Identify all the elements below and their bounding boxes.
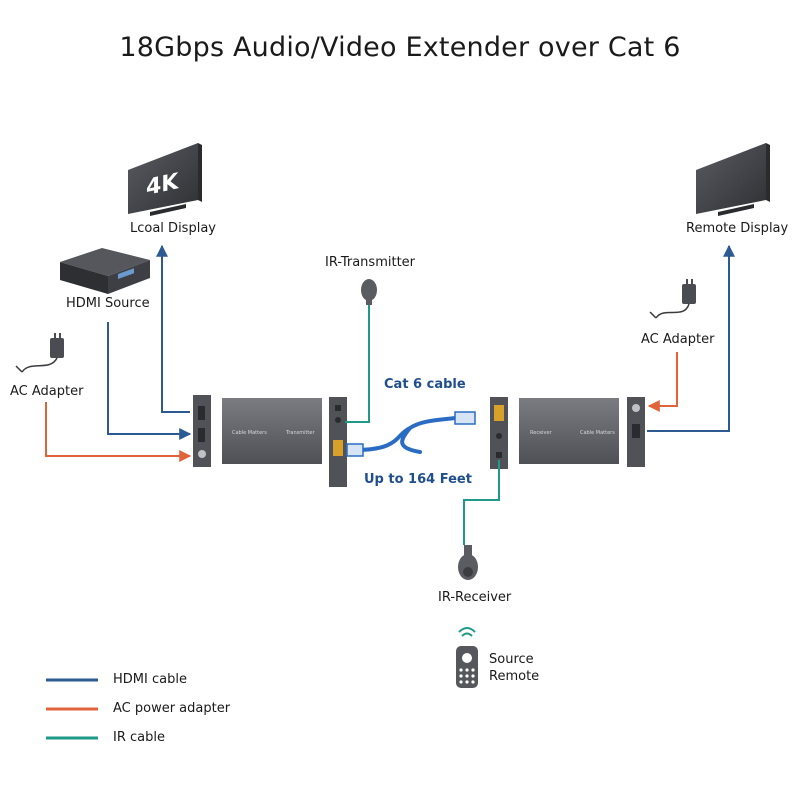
ac-adapter-left-icon [15, 333, 64, 373]
hdmi-cable-local-display [156, 244, 190, 413]
ac-adapter-right-label: AC Adapter [641, 332, 715, 347]
transmitter-brand-text: Cable Matters [232, 430, 267, 436]
legend-power-label: AC power adapter [113, 701, 231, 716]
remote-display-label: Remote Display [686, 221, 789, 236]
source-remote-label-line2: Remote [489, 669, 540, 684]
ac-adapter-right-icon [649, 279, 696, 319]
ac-adapter-left-label: AC Adapter [10, 384, 84, 399]
ir-receiver-icon [458, 545, 478, 580]
ir-transmitter-cable [345, 305, 370, 423]
cat6-cable [346, 411, 476, 457]
tv-badge-right: 4K [714, 47, 747, 80]
transmitter-device: Cable Matters Transmitter [193, 395, 347, 487]
distance-label: Up to 164 Feet [364, 472, 472, 487]
source-remote-label-line1: Source [489, 652, 534, 667]
receiver-label-text: Receiver [530, 430, 553, 436]
legend-ir-label: IR cable [113, 730, 165, 745]
ir-receiver-label: IR-Receiver [438, 590, 512, 605]
transmitter-label-text: Transmitter [285, 430, 315, 436]
source-remote-icon [456, 627, 478, 688]
hdmi-cable-source [107, 322, 192, 440]
power-cable-left [45, 402, 192, 462]
receiver-device: Receiver Cable Matters [490, 397, 645, 469]
diagram-title: 18Gbps Audio/Video Extender over Cat 6 [119, 32, 681, 63]
remote-display-tv-icon: 4K [696, 47, 770, 216]
hdmi-source-icon [60, 248, 150, 294]
hdmi-cable-remote-display [647, 244, 735, 432]
cat6-cable-label: Cat 6 cable [384, 377, 466, 392]
ir-transmitter-icon [361, 279, 377, 305]
local-display-tv-icon: 4K [128, 143, 202, 216]
ir-receiver-cable [463, 460, 500, 545]
power-cable-right [647, 352, 678, 412]
receiver-brand-text: Cable Matters [580, 430, 615, 436]
ir-transmitter-label: IR-Transmitter [325, 255, 416, 270]
local-display-label: Lcoal Display [130, 221, 216, 236]
legend-hdmi-label: HDMI cable [113, 672, 187, 687]
hdmi-source-label: HDMI Source [66, 296, 150, 311]
